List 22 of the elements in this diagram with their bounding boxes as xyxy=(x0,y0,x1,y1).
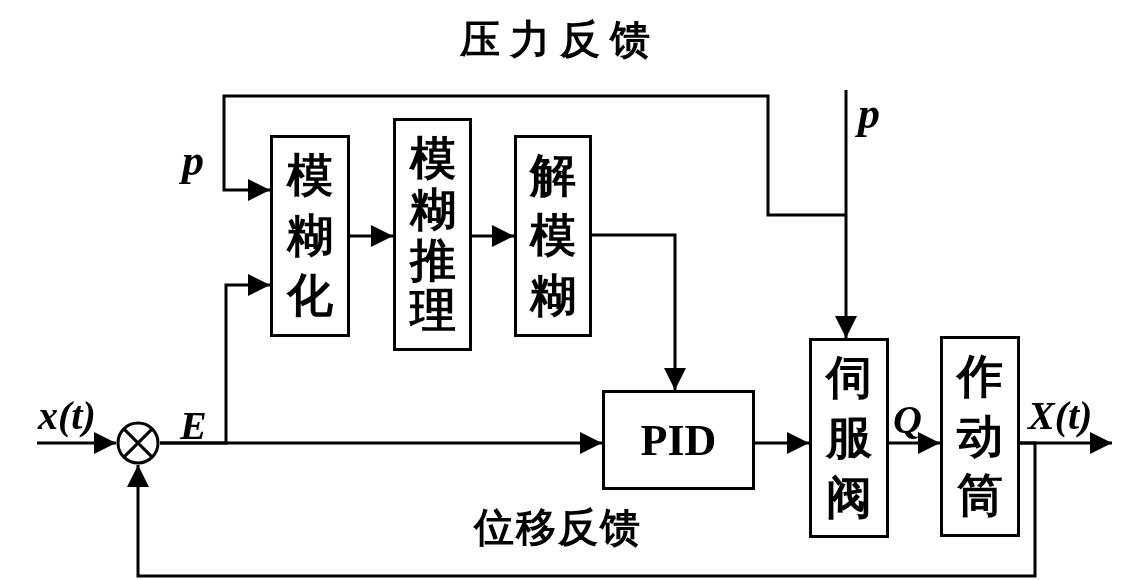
signal-label: 压力反馈 xyxy=(460,15,660,64)
arrow xyxy=(592,233,686,390)
edge-label: E xyxy=(180,402,207,449)
process-box: 伺服阀 xyxy=(809,338,889,538)
process-box: 模糊推理 xyxy=(393,118,472,351)
edge-label: 位移反馈 xyxy=(474,503,642,552)
controller-box: PID xyxy=(602,390,755,490)
arrow xyxy=(222,94,846,217)
arrow xyxy=(835,90,857,338)
process-box: 模糊化 xyxy=(270,135,350,337)
arrow xyxy=(127,441,1037,578)
process-box: 作动筒 xyxy=(940,336,1020,537)
edge-label: Q xyxy=(893,396,922,443)
arrow xyxy=(37,432,116,454)
edge-label: X(t) xyxy=(1028,392,1093,439)
arrow xyxy=(889,432,940,454)
arrow xyxy=(755,432,809,454)
process-box: 解模糊 xyxy=(514,135,592,337)
arrow xyxy=(472,225,514,247)
arrow xyxy=(160,274,270,445)
arrow xyxy=(350,225,393,247)
edge-label: x(t) xyxy=(38,392,96,439)
